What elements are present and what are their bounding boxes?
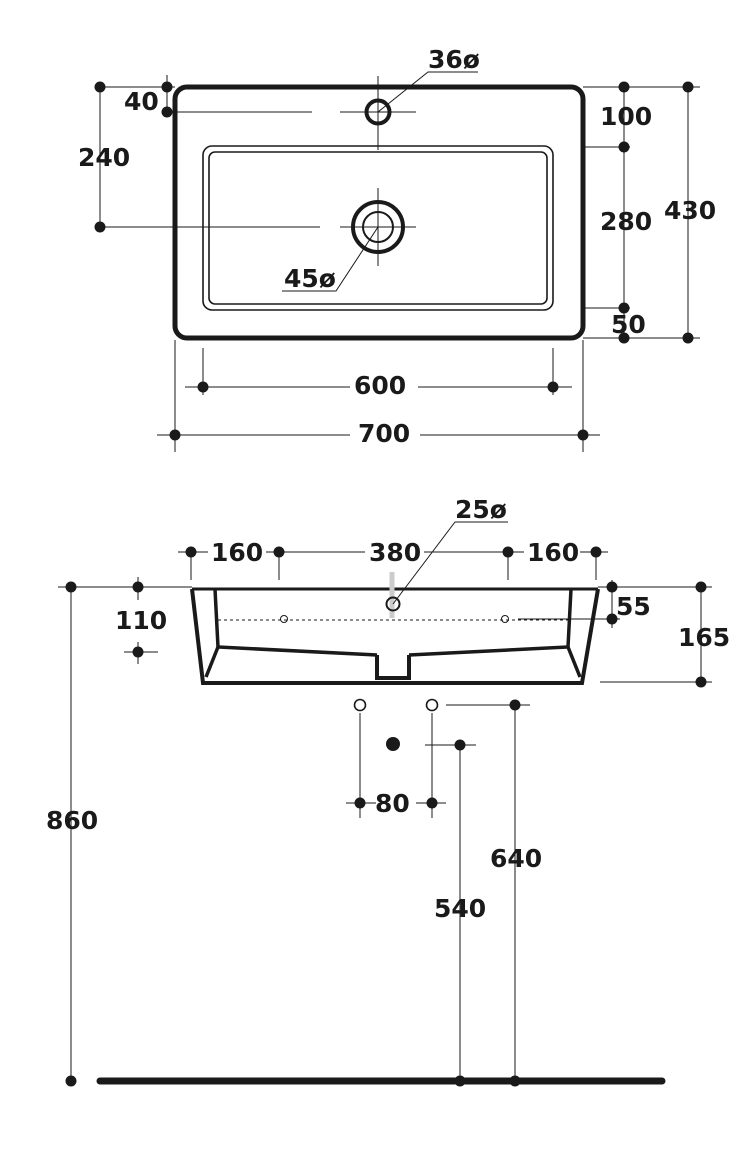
top-view: 36ø 40 240 100 280 50 430 600 700 45ø <box>78 45 716 452</box>
label-total-width: 700 <box>358 419 410 448</box>
label-drain-height: 540 <box>434 894 486 923</box>
pipe-connections <box>346 698 530 1087</box>
label-right-hole-offset: 160 <box>527 538 579 567</box>
dimension-hole-spacing <box>178 546 608 580</box>
front-view: 25ø 160 380 160 110 55 165 860 80 640 54… <box>46 495 730 1087</box>
dimension-bottom-top <box>157 340 600 452</box>
label-pipe-spacing: 80 <box>375 789 410 818</box>
label-hole-spacing: 380 <box>369 538 421 567</box>
label-depth-front: 100 <box>600 102 652 131</box>
label-total-height: 860 <box>46 806 98 835</box>
dimension-right-top <box>583 81 700 344</box>
label-tap-hole-front: 25ø <box>455 495 507 524</box>
label-tap-hole-top: 36ø <box>428 45 480 74</box>
drain-hole-top <box>340 188 416 266</box>
label-back-margin: 50 <box>611 310 646 339</box>
basin-outline-top <box>172 84 586 341</box>
label-side-height: 110 <box>115 606 167 635</box>
leader-tap-hole-top <box>377 71 478 113</box>
tap-hole-front <box>385 572 401 618</box>
basin-section <box>190 587 600 685</box>
label-drain-hole-top: 45ø <box>284 264 336 293</box>
label-supply-height: 640 <box>490 844 542 873</box>
label-rim: 55 <box>616 592 651 621</box>
dimension-right-front <box>518 580 712 688</box>
dimension-left-front <box>58 577 192 1087</box>
dimension-left-top <box>94 75 320 233</box>
label-basin-height: 165 <box>678 623 730 652</box>
label-bowl-depth: 280 <box>600 207 652 236</box>
label-bowl-width: 600 <box>354 371 406 400</box>
label-tap-offset: 40 <box>124 87 159 116</box>
label-total-depth: 430 <box>664 196 716 225</box>
leader-tap-hole-front <box>392 521 508 605</box>
label-left-hole-offset: 160 <box>211 538 263 567</box>
label-drain-offset: 240 <box>78 143 130 172</box>
leader-drain-top <box>282 226 379 292</box>
bowl-outline-inner <box>208 151 548 305</box>
